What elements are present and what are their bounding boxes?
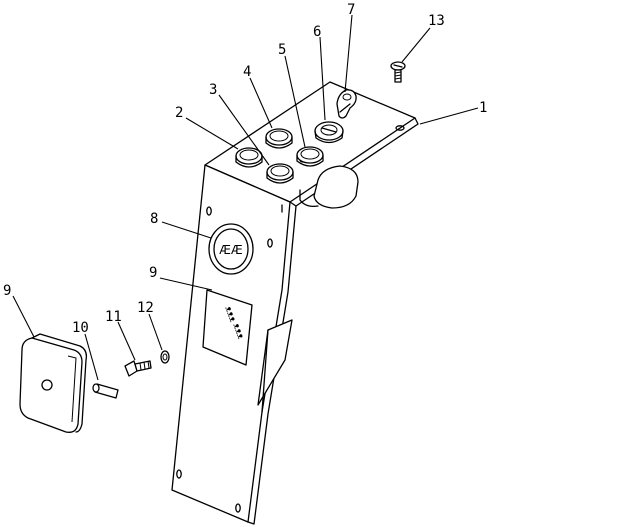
callout-1: 1 bbox=[479, 100, 487, 116]
callout-4: 4 bbox=[243, 64, 251, 80]
pilot-lamp-2 bbox=[235, 147, 263, 168]
callout-3: 3 bbox=[209, 82, 217, 98]
pilot-lamp-3 bbox=[266, 163, 294, 184]
bolt-11 bbox=[124, 360, 152, 377]
callout-9-plate: 9 bbox=[149, 265, 157, 281]
callout-2: 2 bbox=[175, 105, 183, 121]
name-plate-9: ᴥᴥᴥ ᴥᴥᴥ bbox=[202, 289, 253, 366]
callout-7: 7 bbox=[347, 2, 355, 18]
cover-9 bbox=[19, 333, 88, 433]
switch-body-under-plate bbox=[281, 165, 359, 213]
callout-labels: 1 2 3 4 5 6 7 8 9 9 10 11 12 13 bbox=[3, 2, 487, 336]
callout-10: 10 bbox=[72, 320, 89, 336]
callout-8: 8 bbox=[150, 211, 158, 227]
pilot-lamp-5 bbox=[296, 146, 324, 167]
key-7 bbox=[336, 89, 357, 119]
callout-5: 5 bbox=[278, 42, 286, 58]
leader-lines bbox=[12, 14, 479, 381]
key-switch-6 bbox=[314, 121, 344, 144]
callout-6: 6 bbox=[313, 24, 321, 40]
pilot-lamp-4 bbox=[265, 128, 293, 149]
gauge-face-text: ÆÆ bbox=[219, 243, 242, 257]
gauge-8: ÆÆ bbox=[208, 223, 254, 275]
pin-10 bbox=[92, 383, 119, 399]
screw-13 bbox=[390, 61, 406, 83]
callout-12: 12 bbox=[137, 300, 154, 316]
callout-11: 11 bbox=[105, 309, 122, 325]
washer-12 bbox=[160, 350, 170, 364]
callout-9-cover: 9 bbox=[3, 283, 11, 299]
callout-13: 13 bbox=[428, 13, 445, 29]
